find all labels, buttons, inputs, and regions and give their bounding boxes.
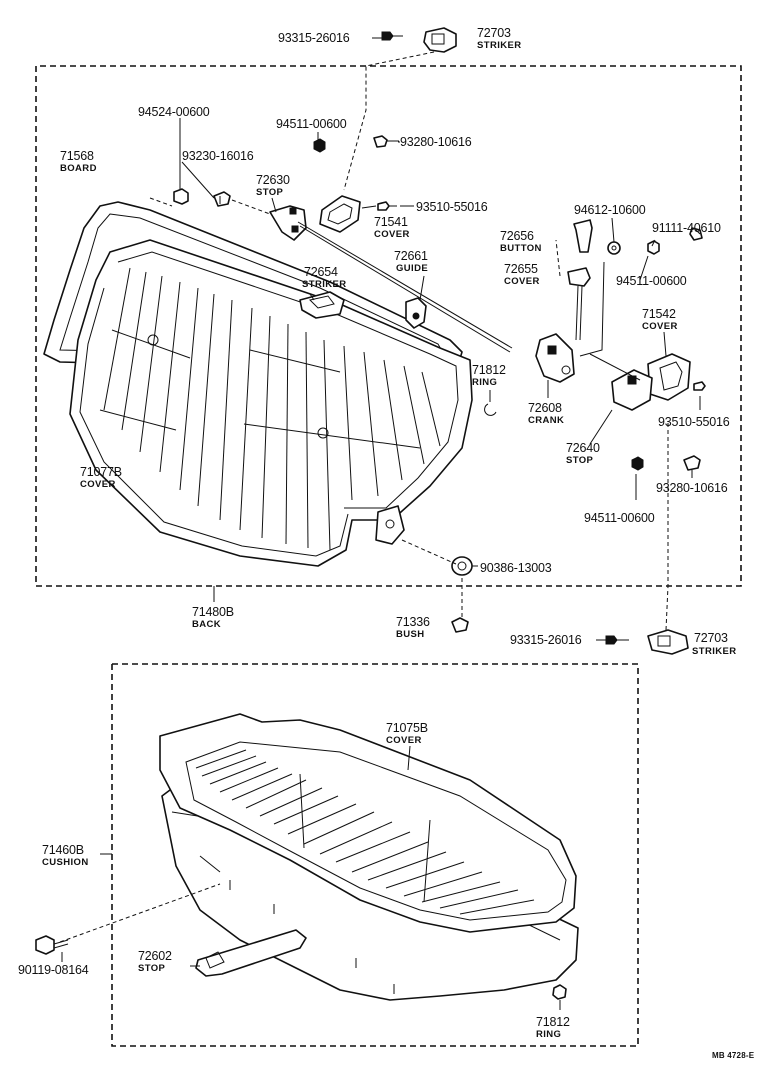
label-72630-name: STOP <box>256 187 284 198</box>
label-71812-a: 71812 <box>472 363 506 377</box>
cover-72655-icon <box>567 267 591 287</box>
label-71812-b: 71812 <box>536 1015 570 1029</box>
label-71568-name: BOARD <box>60 163 97 174</box>
cushion-cover-pleats <box>195 749 535 915</box>
label-72656-name: BUTTON <box>500 243 542 254</box>
label-71460: 71460B <box>42 843 84 857</box>
label-71075: 71075B <box>386 721 428 735</box>
cushion-cover <box>159 713 577 933</box>
cushion-assembly-frame <box>111 663 639 1047</box>
label-72703-top-name: STRIKER <box>477 40 522 51</box>
label-72640-name: STOP <box>566 455 594 466</box>
label-93280-a: 93280-10616 <box>400 135 472 149</box>
label-72703-bot: 72703 <box>694 631 728 645</box>
label-71480-name: BACK <box>192 619 221 630</box>
label-93315-top: 93315-26016 <box>278 31 350 45</box>
label-94612: 94612-10600 <box>574 203 646 217</box>
label-72602-name: STOP <box>138 963 166 974</box>
stop-72602-icon <box>195 929 307 977</box>
label-71541: 71541 <box>374 215 408 229</box>
label-71812-a-name: RING <box>472 377 497 388</box>
label-90386: 90386-13003 <box>480 561 552 575</box>
stop-72640-icon <box>611 369 653 411</box>
label-93510-b: 93510-55016 <box>658 415 730 429</box>
striker-top-icon <box>423 27 457 53</box>
striker-72654-icon <box>299 291 345 319</box>
back-cover-pleats <box>99 267 441 551</box>
label-72654: 72654 <box>304 265 338 279</box>
cushion-hardware <box>35 929 567 1000</box>
label-94511-b: 94511-00600 <box>616 274 687 288</box>
label-93230: 93230-16016 <box>182 149 254 163</box>
label-71077-name: COVER <box>80 479 116 490</box>
label-71542: 71542 <box>642 307 676 321</box>
label-72661-name: GUIDE <box>396 263 428 274</box>
label-72661: 72661 <box>394 249 428 263</box>
label-71336: 71336 <box>396 615 430 629</box>
label-71542-name: COVER <box>642 321 678 332</box>
label-93510-a: 93510-55016 <box>416 200 488 214</box>
label-93280-b: 93280-10616 <box>656 481 728 495</box>
cover-71541-icon <box>319 195 361 233</box>
part-labels: 93315-26016 72703 STRIKER 94524-00600 94… <box>18 26 755 1060</box>
label-72608: 72608 <box>528 401 562 415</box>
back-assembly-frame <box>35 65 742 587</box>
label-72656: 72656 <box>500 229 534 243</box>
label-90119: 90119-08164 <box>18 963 89 977</box>
label-72703-top: 72703 <box>477 26 511 40</box>
label-72655: 72655 <box>504 262 538 276</box>
seat-back-assembly <box>43 201 473 567</box>
label-71075-name: COVER <box>386 735 422 746</box>
label-71541-name: COVER <box>374 229 410 240</box>
back-hardware <box>173 27 706 655</box>
label-72602: 72602 <box>138 949 172 963</box>
label-72608-name: CRANK <box>528 415 564 426</box>
label-71812-b-name: RING <box>536 1029 561 1040</box>
footer-code: MB 4728-E <box>712 1051 755 1060</box>
label-94511-c: 94511-00600 <box>584 511 655 525</box>
striker-bottom-icon <box>647 629 689 655</box>
label-72654-name: STRIKER <box>302 279 347 290</box>
label-71568: 71568 <box>60 149 94 163</box>
label-93315-bot: 93315-26016 <box>510 633 582 647</box>
cushion-leaders <box>59 745 561 1010</box>
back-leaders <box>149 37 701 641</box>
label-72630: 72630 <box>256 173 290 187</box>
label-72640: 72640 <box>566 441 600 455</box>
label-71077: 71077B <box>80 465 122 479</box>
bolt-90119-icon <box>35 935 55 955</box>
label-71336-name: BUSH <box>396 629 425 640</box>
label-94524: 94524-00600 <box>138 105 210 119</box>
label-94511-a: 94511-00600 <box>276 117 347 131</box>
label-72655-name: COVER <box>504 276 540 287</box>
label-71480: 71480B <box>192 605 234 619</box>
label-71460-name: CUSHION <box>42 857 89 868</box>
crank-72608-icon <box>535 333 575 383</box>
button-72656-icon <box>573 219 593 253</box>
back-cover <box>69 239 473 567</box>
cover-71542-icon <box>647 353 691 401</box>
label-91111: 91111-40610 <box>652 221 721 235</box>
label-72703-bot-name: STRIKER <box>692 646 737 657</box>
